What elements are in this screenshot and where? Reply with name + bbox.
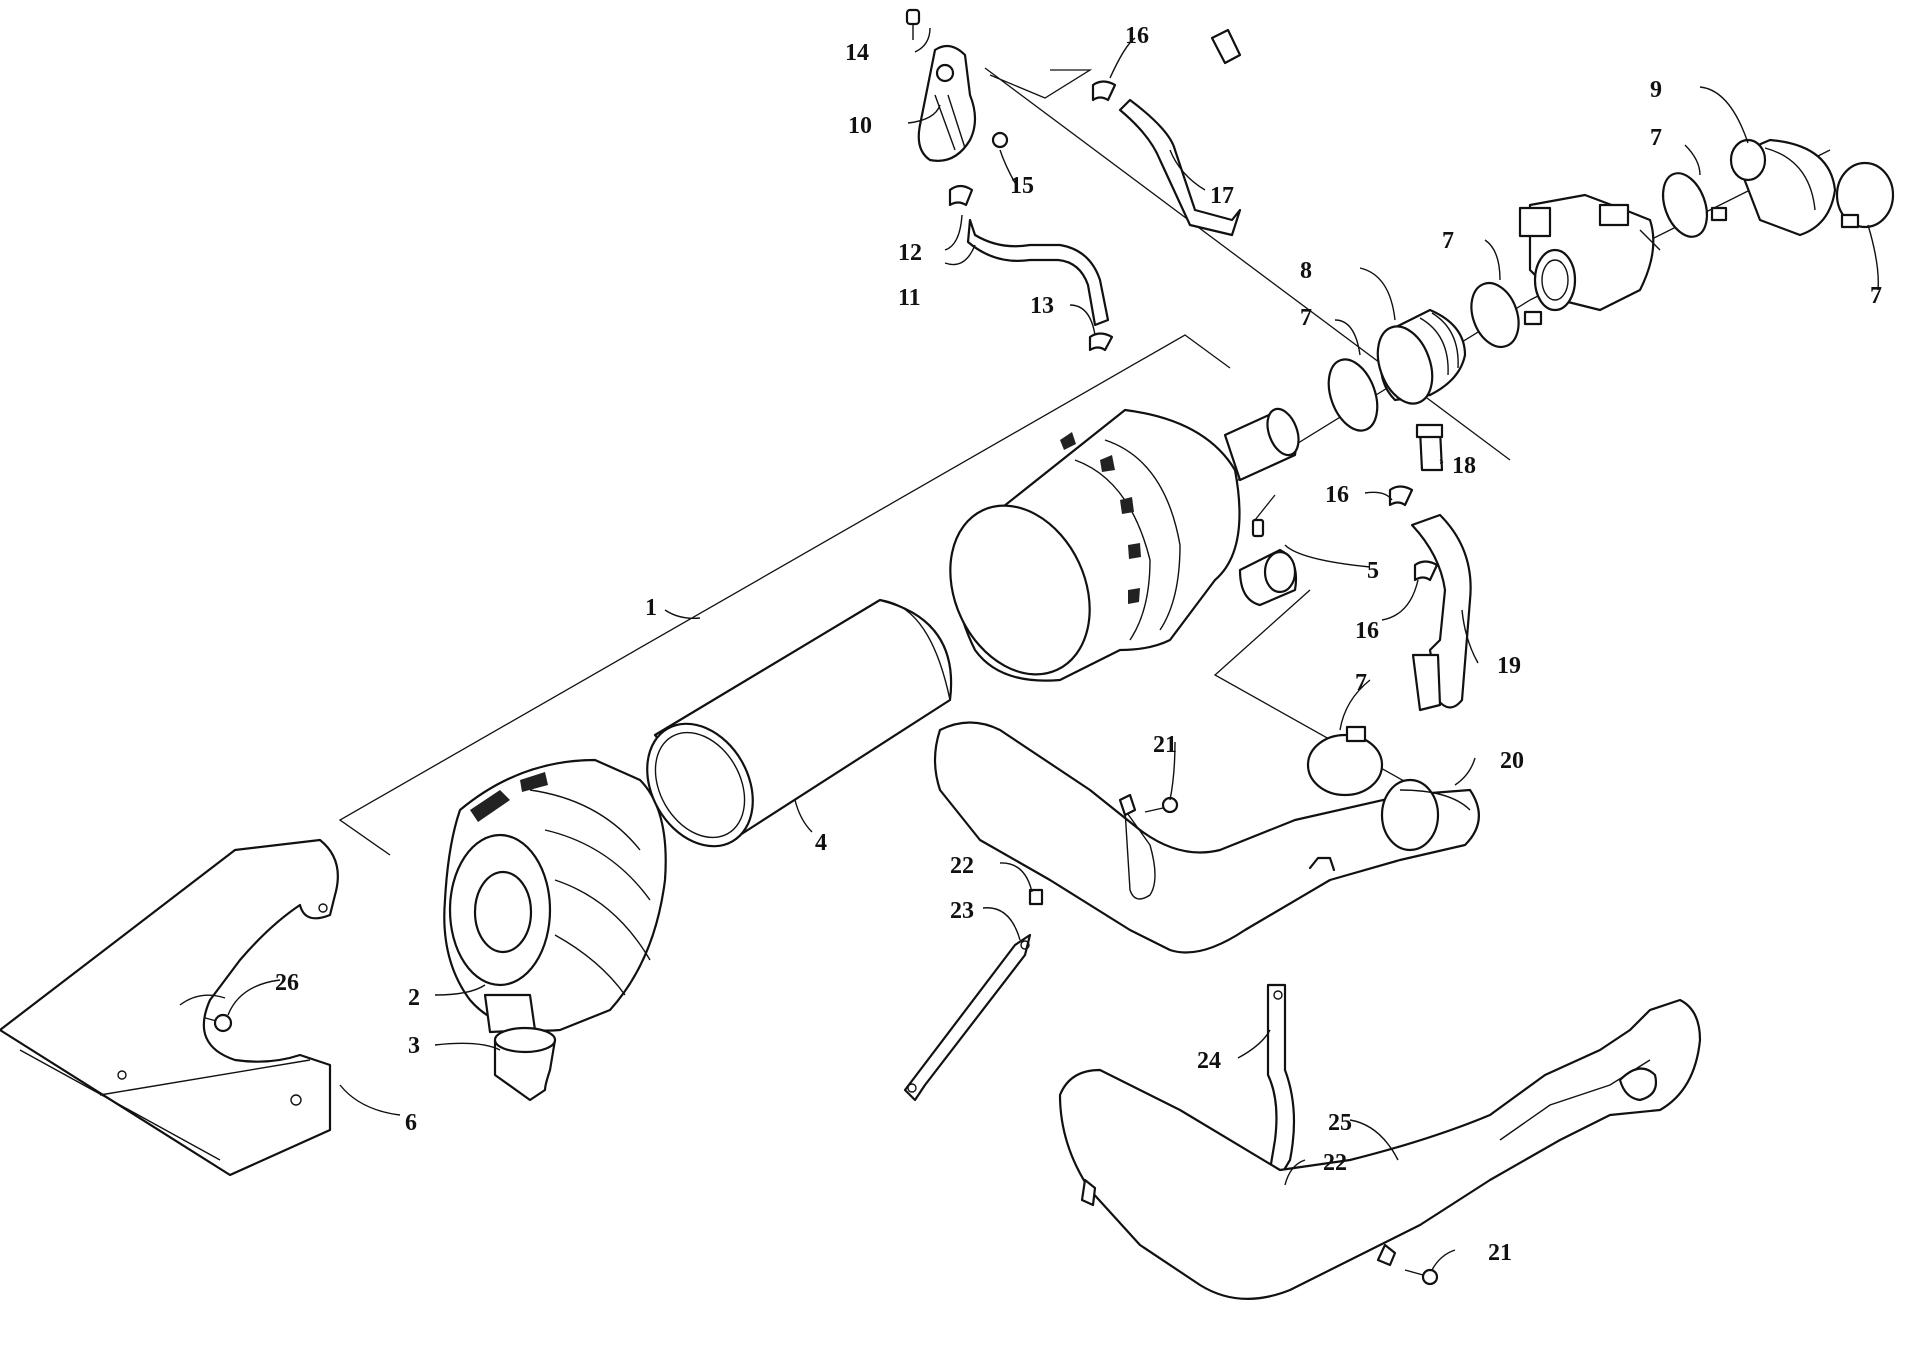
inlet-duct — [933, 721, 1480, 954]
callout-15: 15 — [1010, 173, 1034, 199]
callout-7e: 7 — [1355, 670, 1367, 696]
callout-14: 14 — [845, 40, 869, 66]
callout-13: 13 — [1030, 293, 1054, 319]
nut — [991, 131, 1009, 149]
callout-2: 2 — [408, 985, 420, 1011]
callout-1: 1 — [645, 595, 657, 621]
callout-6: 6 — [405, 1110, 417, 1136]
heat-shield — [0, 838, 339, 1177]
callout-12: 12 — [898, 240, 922, 266]
support-strap — [1266, 983, 1296, 1182]
drain-valve — [1251, 518, 1265, 538]
breather-hose-end — [1210, 28, 1242, 65]
callout-7b: 7 — [1442, 228, 1454, 254]
push-clip — [213, 1013, 233, 1033]
support-bracket — [903, 933, 1032, 1102]
hose-clamp — [948, 80, 1439, 582]
callout-10: 10 — [848, 113, 872, 139]
hose-clamp — [1306, 161, 1895, 797]
screw — [905, 8, 921, 40]
intake-boot — [1376, 308, 1467, 405]
callout-17: 17 — [1210, 183, 1234, 209]
breather-fitting — [917, 44, 977, 162]
callout-18: 18 — [1452, 453, 1476, 479]
callout-20: 20 — [1500, 748, 1524, 774]
breather-hose — [966, 98, 1242, 327]
air-filter — [646, 598, 953, 848]
callout-16a: 16 — [1125, 23, 1149, 49]
callout-25: 25 — [1328, 1110, 1352, 1136]
vent-hose — [1410, 513, 1472, 712]
callout-4: 4 — [815, 830, 827, 856]
callout-22b: 22 — [1323, 1150, 1347, 1176]
outlet-boot — [493, 1026, 557, 1102]
callout-5: 5 — [1367, 558, 1379, 584]
lower-duct — [1058, 998, 1702, 1300]
callout-7a: 7 — [1300, 305, 1312, 331]
callout-3: 3 — [408, 1033, 420, 1059]
callout-labels: 1 2 3 4 5 6 7 7 7 7 7 8 9 10 11 12 13 14… — [275, 23, 1882, 1266]
callout-23: 23 — [950, 898, 974, 924]
callout-11: 11 — [898, 285, 921, 311]
airbox-cover — [443, 758, 667, 1034]
leader-lines — [227, 27, 1879, 1271]
callout-16c: 16 — [1355, 618, 1379, 644]
callout-8: 8 — [1300, 258, 1312, 284]
callout-7c: 7 — [1650, 125, 1662, 151]
sensor-fitting — [1415, 423, 1444, 472]
callout-26: 26 — [275, 970, 299, 996]
callout-16b: 16 — [1325, 482, 1349, 508]
bolt — [1144, 796, 1439, 1286]
callout-21b: 21 — [1488, 1240, 1512, 1266]
callout-7d: 7 — [1870, 283, 1882, 309]
throttle-body — [1518, 193, 1661, 312]
callout-21a: 21 — [1153, 732, 1177, 758]
airbox-body — [949, 407, 1300, 682]
callout-19: 19 — [1497, 653, 1521, 679]
callout-24: 24 — [1197, 1048, 1221, 1074]
callout-9: 9 — [1650, 77, 1662, 103]
callout-22a: 22 — [950, 853, 974, 879]
elbow-adapter — [1729, 138, 1837, 237]
